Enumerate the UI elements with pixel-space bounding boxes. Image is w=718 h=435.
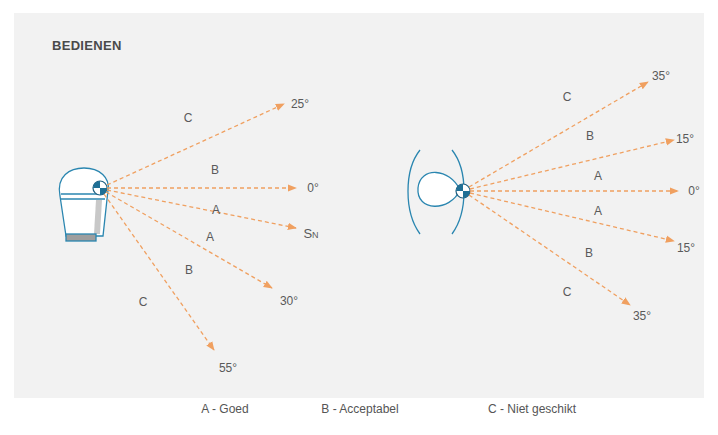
zone-letter: B: [586, 130, 594, 142]
zone-letter: C: [139, 296, 148, 308]
zone-letter: C: [184, 112, 193, 124]
legend-text: C - Niet geschikt: [488, 403, 576, 415]
sight-arrows: [469, 82, 678, 305]
angle-label: 15°: [676, 133, 694, 145]
angle-label: 35°: [652, 70, 670, 82]
zone-letter: B: [211, 164, 219, 176]
angle-label: 35°: [633, 310, 651, 322]
eye-symbol: [93, 181, 107, 195]
angle-label: 0°: [307, 182, 318, 194]
angle-label: 55°: [219, 362, 237, 374]
diagram-title: BEDIENEN: [52, 38, 122, 53]
head-side-view: [59, 168, 108, 241]
legend-text: A - Goed: [201, 403, 248, 415]
zone-letter: A: [206, 231, 214, 243]
eye-symbol: [456, 184, 470, 198]
zone-letter: C: [563, 91, 572, 103]
angle-label: 15°: [677, 242, 695, 254]
angle-label: 25°: [291, 98, 309, 110]
angle-label: SN: [303, 227, 318, 240]
zone-letter: B: [185, 264, 193, 276]
zone-letter: C: [563, 286, 572, 298]
angle-label: 30°: [280, 295, 298, 307]
angle-label: 0°: [688, 185, 699, 197]
zone-letter: A: [594, 205, 602, 217]
sight-arrows: [104, 104, 296, 350]
zone-letter: A: [212, 204, 220, 216]
background-panel: [14, 13, 704, 398]
zone-letter: B: [585, 247, 593, 259]
legend-text: B - Acceptabel: [321, 403, 398, 415]
zone-letter: A: [594, 170, 602, 182]
